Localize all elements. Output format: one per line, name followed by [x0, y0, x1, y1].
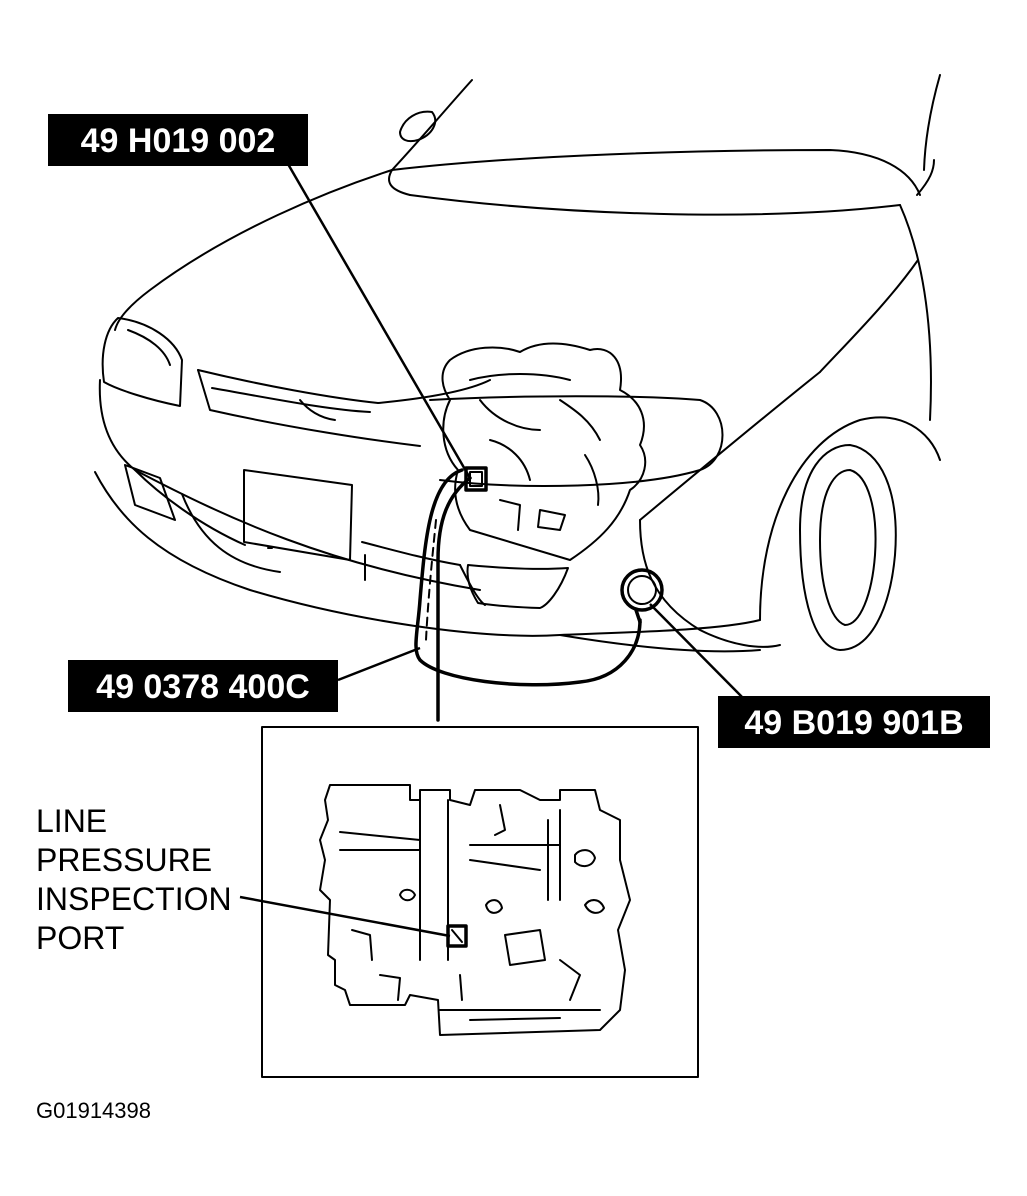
callout-adapter-text: 49 H019 002	[81, 122, 276, 160]
leader-line-inspection-port	[239, 895, 451, 938]
inset-label-line-2: PRESSURE	[36, 842, 212, 878]
callout-gauge-text: 49 B019 901B	[744, 704, 963, 742]
inset-label-line-4: PORT	[36, 920, 124, 956]
leader-line-adapter	[286, 163, 472, 479]
leader-line-hose	[337, 646, 421, 682]
vehicle-front-drawing	[94, 74, 941, 653]
inset-label-line-1: LINE	[36, 803, 107, 839]
figure-id: G01914398	[36, 1098, 151, 1123]
callout-hose: 49 0378 400C	[68, 660, 338, 712]
transaxle-inset	[261, 726, 699, 1078]
pressure-gauge-hose	[414, 468, 642, 722]
adapter-fitting-icon	[464, 466, 488, 492]
inspection-port-label: LINE PRESSURE INSPECTION PORT	[36, 803, 232, 956]
callout-hose-text: 49 0378 400C	[96, 668, 310, 706]
pressure-gauge-icon	[620, 568, 664, 624]
callout-gauge: 49 B019 901B	[718, 696, 990, 748]
inset-label-line-3: INSPECTION	[36, 881, 232, 917]
callout-adapter: 49 H019 002	[48, 114, 308, 166]
leader-line-gauge	[649, 603, 746, 701]
